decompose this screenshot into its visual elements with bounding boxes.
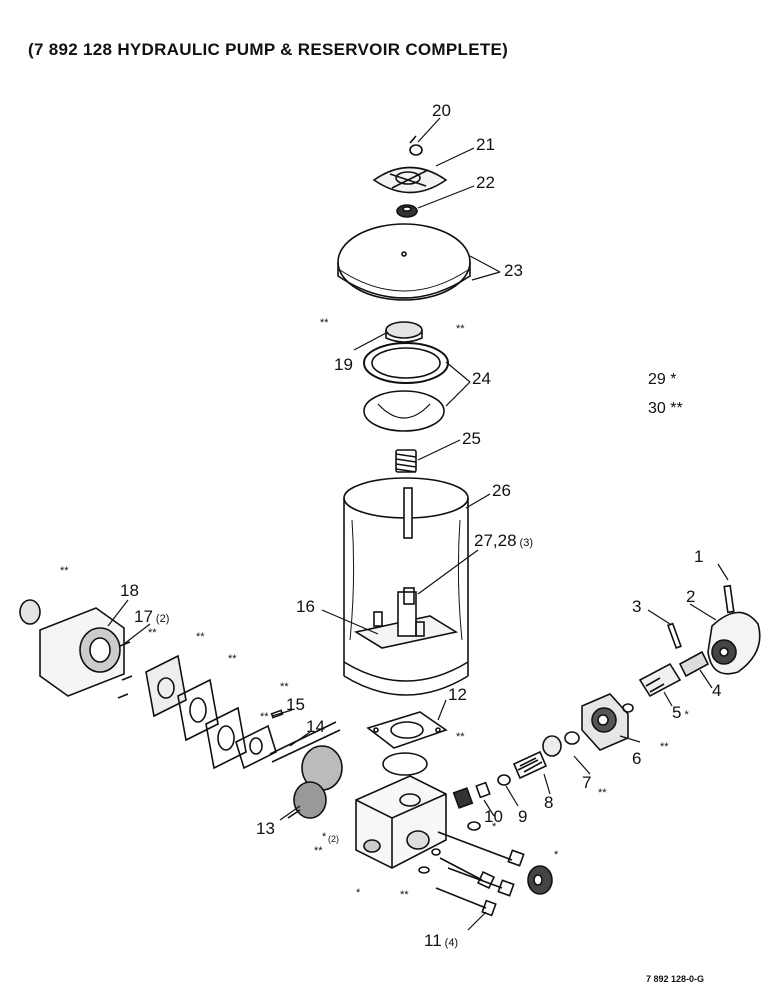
marker-double: ** (400, 889, 409, 901)
legend-item-29: 29 * (648, 371, 676, 389)
callout-2: 2 (686, 587, 695, 606)
part-27-28-screws (373, 587, 425, 637)
part-1-pin (723, 584, 735, 614)
part-18-pump-cover (19, 599, 125, 697)
part-5-adjuster (638, 662, 682, 698)
legend-number: 30 (648, 400, 666, 417)
callout-4: 4 (712, 681, 721, 700)
callout-3: 3 (632, 597, 641, 616)
callout-17: 17(2) (134, 607, 169, 626)
callout-25: 25 (462, 429, 481, 448)
callout-15: 15 (286, 695, 305, 714)
callout-9: 9 (518, 807, 527, 826)
part-2-knob (707, 611, 761, 675)
part-25-spring (395, 449, 417, 473)
part-26-reservoir (343, 477, 469, 696)
callout-23: 23 (504, 261, 523, 280)
part-21-knob (372, 166, 448, 194)
part-20-washer (409, 135, 423, 156)
callout-16: 16 (296, 597, 315, 616)
marker-double: ** (228, 653, 237, 665)
part-6-valve-body (581, 693, 634, 751)
marker-double: ** (148, 627, 157, 639)
callout-14: 14 (306, 717, 325, 736)
callout-19: 19 (334, 355, 353, 374)
callout-13: 13 (256, 819, 275, 838)
marker-single: * (554, 849, 559, 861)
pump-body-housing (355, 775, 447, 869)
marker-double: ** (456, 731, 465, 743)
callout-10: 10 (484, 807, 503, 826)
callout-8: 8 (544, 793, 553, 812)
callout-6: 6 (632, 749, 641, 768)
marker-double: ** (456, 323, 465, 335)
marker-double: ** (196, 631, 205, 643)
marker-single: * (356, 887, 361, 899)
part-14-shaft (269, 721, 341, 763)
diagram-title: (7 892 128 HYDRAULIC PUMP & RESERVOIR CO… (28, 40, 509, 59)
marker-single: * (322, 831, 327, 843)
part-oring-small (418, 821, 481, 874)
legend-number: 29 (648, 371, 666, 388)
callout-20: 20 (432, 101, 451, 120)
part-19-plug (385, 321, 423, 343)
callout-1: 1 (694, 547, 703, 566)
marker-qty-note: (2) (328, 834, 339, 844)
part-11-bolts (435, 831, 525, 917)
legend-mark: * (670, 371, 677, 388)
callout-12: 12 (448, 685, 467, 704)
marker-double: ** (598, 787, 607, 799)
marker-double: ** (320, 317, 329, 329)
part-oring-body (382, 752, 428, 776)
part-12-gasket (366, 711, 448, 749)
part-23-cover (337, 223, 471, 301)
part-cap-nut (527, 865, 553, 895)
marker-double: ** (280, 681, 289, 693)
drawing-reference-code: 7 892 128-0-G (646, 974, 705, 984)
callout-7: 7 (582, 773, 591, 792)
part-7-piston (542, 731, 580, 757)
marker-double: ** (314, 845, 323, 857)
part-8-spring (512, 750, 548, 780)
callout-18: 18 (120, 581, 139, 600)
legend-item-30: 30 ** (648, 400, 683, 418)
marker-double: ** (260, 711, 269, 723)
part-22-nut (396, 204, 418, 218)
pump-plate-a (145, 654, 187, 718)
marker-double: ** (60, 565, 69, 577)
part-10-fitting (452, 781, 491, 809)
callout-22: 22 (476, 173, 495, 192)
part-4-pin (678, 650, 710, 678)
pump-plate-b (177, 678, 219, 742)
pump-plate-c (205, 706, 247, 770)
legend-mark: ** (670, 400, 683, 417)
callout-26: 26 (492, 481, 511, 500)
callout-5: 5* (672, 703, 689, 722)
part-9-seat (497, 774, 511, 786)
callout-27-28: 27,28(3) (474, 531, 533, 550)
callout-24: 24 (472, 369, 491, 388)
callout-11: 11(4) (424, 931, 458, 950)
callout-21: 21 (476, 135, 495, 154)
part-17-pins (117, 641, 133, 699)
marker-single: * (492, 821, 497, 833)
part-13-gears (287, 745, 343, 819)
marker-double: ** (660, 741, 669, 753)
part-16-plate (353, 591, 459, 649)
part-3-pin (666, 622, 682, 649)
